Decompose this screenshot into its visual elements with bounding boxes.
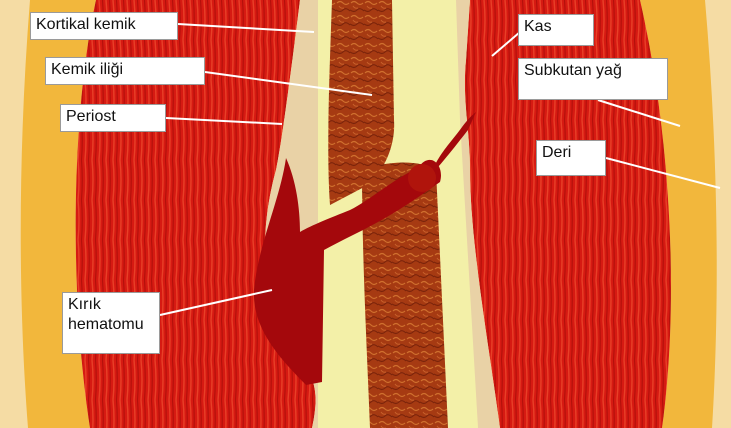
label-kemik-iligi: Kemik iliği — [45, 57, 205, 85]
label-kirik-hematomu: Kırık hematomu — [62, 292, 160, 354]
label-kirik-hematomu-line2: hematomu — [68, 315, 154, 335]
label-kas: Kas — [518, 14, 594, 46]
label-kortikal-kemik: Kortikal kemik — [30, 12, 178, 40]
label-subkutan-yag: Subkutan yağ — [518, 58, 668, 100]
label-deri: Deri — [536, 140, 606, 176]
label-periost: Periost — [60, 104, 166, 132]
label-kirik-hematomu-line1: Kırık — [68, 295, 154, 315]
